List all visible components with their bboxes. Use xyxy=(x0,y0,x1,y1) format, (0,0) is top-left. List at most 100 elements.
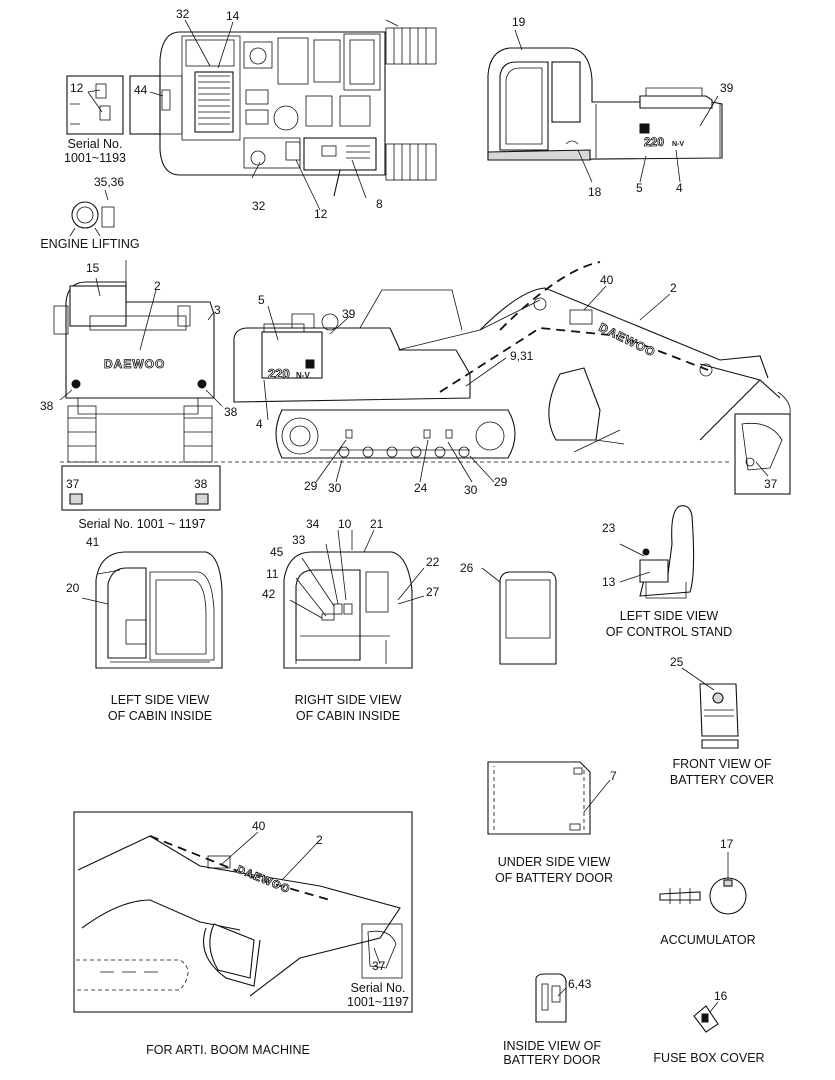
callout: 6,43 xyxy=(568,977,592,991)
decal-brand-rear: DAEWOO xyxy=(104,357,165,371)
callout: 3 xyxy=(214,303,221,317)
side-view-machine xyxy=(60,261,781,483)
arti-boom-detail xyxy=(73,811,413,1013)
callout: 7 xyxy=(610,769,617,783)
callout: 22 xyxy=(426,555,440,569)
callout: 38 xyxy=(40,399,54,413)
callout: 34 xyxy=(306,517,320,531)
caption: OF CONTROL STAND xyxy=(606,625,732,639)
battery-cover xyxy=(681,667,739,749)
engine-lifting-decal xyxy=(69,189,115,237)
control-stand-seat xyxy=(619,505,695,599)
callout: 10 xyxy=(338,517,352,531)
callout: 19 xyxy=(512,15,526,29)
callout: 39 xyxy=(720,81,734,95)
decal-model-rear-right: 220 xyxy=(644,135,664,149)
right-cabin-inside xyxy=(283,529,425,669)
callout: 8 xyxy=(376,197,383,211)
caption: Serial No. xyxy=(68,137,123,151)
caption: ACCUMULATOR xyxy=(660,933,755,947)
caption: Serial No. xyxy=(351,981,406,995)
callout: 37 xyxy=(66,477,80,491)
callout: 32 xyxy=(252,199,266,213)
battery-door-underside xyxy=(487,761,611,835)
caption: INSIDE VIEW OF xyxy=(503,1039,601,1053)
callout: 11 xyxy=(266,567,279,581)
callout: 21 xyxy=(370,517,384,531)
callout: 2 xyxy=(670,281,677,295)
callout: 33 xyxy=(292,533,306,547)
decal-suffix-rear-right: N-V xyxy=(672,141,684,148)
caption: LEFT SIDE VIEW xyxy=(111,693,210,707)
callout: 4 xyxy=(676,181,683,195)
battery-door-inside xyxy=(535,973,567,1023)
callout: 37 xyxy=(764,477,778,491)
caption: BATTERY COVER xyxy=(670,773,774,787)
caption: OF CABIN INSIDE xyxy=(108,709,212,723)
caption: Serial No. 1001 ~ 1197 xyxy=(78,517,205,531)
rear-right-view xyxy=(487,29,723,183)
callout: 5 xyxy=(636,181,643,195)
rear-view-machine xyxy=(53,260,223,463)
callout: 12 xyxy=(70,81,84,95)
caption: RIGHT SIDE VIEW xyxy=(295,693,402,707)
callout: 25 xyxy=(670,655,684,669)
callout: 5 xyxy=(258,293,265,307)
top-view-machine xyxy=(159,19,437,197)
accumulator xyxy=(659,852,747,915)
detail-counterweight-serial xyxy=(61,465,221,511)
caption: ENGINE LIFTING xyxy=(40,237,139,251)
callout: 38 xyxy=(194,477,208,491)
decal-brand-boom: DAEWOO xyxy=(597,320,658,359)
callout: 42 xyxy=(262,587,276,601)
callout: 18 xyxy=(588,185,602,199)
fuse-box-cover xyxy=(693,1001,719,1033)
callout: 39 xyxy=(342,307,356,321)
callout: 17 xyxy=(720,837,734,851)
callout: 41 xyxy=(86,535,100,549)
callout: 15 xyxy=(86,261,100,275)
callout: 2 xyxy=(316,833,323,847)
callout: 2 xyxy=(154,279,161,293)
callout: 38 xyxy=(224,405,238,419)
callout: 30 xyxy=(328,481,342,495)
callout: 40 xyxy=(252,819,266,833)
callout: 16 xyxy=(714,989,728,1003)
callout: 32 xyxy=(176,7,190,21)
callout: 13 xyxy=(602,575,616,589)
decal-model-side: 220 xyxy=(268,366,290,381)
caption: 1001~1197 xyxy=(347,995,409,1009)
callout: 4 xyxy=(256,417,263,431)
callout: 29 xyxy=(304,479,318,493)
caption: FOR ARTI. BOOM MACHINE xyxy=(146,1043,310,1057)
view-captions: Serial No. 1001~1193 ENGINE LIFTING Seri… xyxy=(40,137,774,1067)
caption: FUSE BOX COVER xyxy=(653,1051,764,1065)
callout: 40 xyxy=(600,273,614,287)
decal-suffix-side: N-V xyxy=(296,371,310,380)
caption: UNDER SIDE VIEW xyxy=(498,855,611,869)
caption: OF CABIN INSIDE xyxy=(296,709,400,723)
callout: 23 xyxy=(602,521,616,535)
caption: 1001~1193 xyxy=(64,151,126,165)
callout: 12 xyxy=(314,207,328,221)
callout: 20 xyxy=(66,581,80,595)
callout: 27 xyxy=(426,585,440,599)
detail-bucket-37 xyxy=(734,391,791,495)
callout: 44 xyxy=(134,83,148,97)
left-cabin-inside xyxy=(81,551,223,669)
callout: 37 xyxy=(372,959,386,973)
callout: 29 xyxy=(494,475,508,489)
door-view xyxy=(481,567,557,665)
callout: 35,36 xyxy=(94,175,124,189)
detail-serial-1193 xyxy=(66,75,183,135)
callout: 24 xyxy=(414,481,428,495)
callout: 14 xyxy=(226,9,240,23)
callout: 30 xyxy=(464,483,478,497)
caption: FRONT VIEW OF xyxy=(672,757,771,771)
callout: 9,31 xyxy=(510,349,534,363)
callout: 45 xyxy=(270,545,284,559)
caption: OF BATTERY DOOR xyxy=(495,871,613,885)
callout: 26 xyxy=(460,561,474,575)
caption: LEFT SIDE VIEW xyxy=(620,609,719,623)
